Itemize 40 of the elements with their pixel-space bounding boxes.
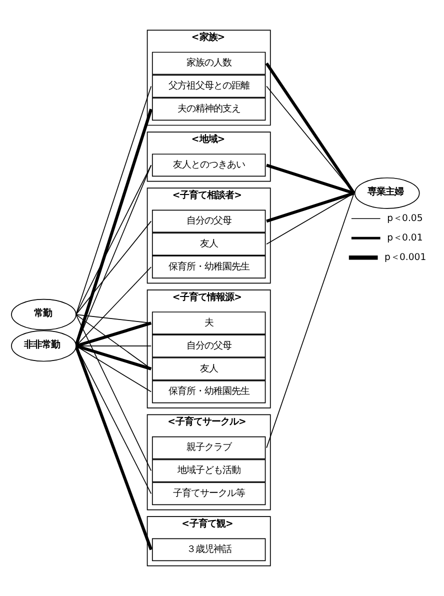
connector [266,192,354,448]
node-box: 友人 [152,232,266,256]
node-box: 親子クラブ [152,436,266,460]
node-box: 夫の精神的支え [152,98,266,121]
legend-label: p＜0.01 [387,232,423,244]
node-box: 子育てサークル等 [152,482,266,506]
node-box: 夫 [152,312,266,334]
connector [266,86,354,194]
node-box: 地域子ども活動 [152,459,266,482]
node-box: 保育所・幼稚園先生 [152,380,266,404]
node-box: 家族の人数 [152,52,266,75]
connector [76,164,152,346]
connector [76,344,152,370]
connector [76,346,152,392]
node-ellipse: 非非常勤 [11,330,76,362]
connector [76,346,152,494]
node-box: 保育所・幼稚園先生 [152,256,266,278]
connector [76,86,152,315]
connector [76,164,152,315]
connector [76,322,152,348]
connector [266,164,354,195]
connector [76,314,152,370]
legend-label: p＜0.001 [384,252,426,264]
node-box: 自分の父母 [152,334,266,358]
connector [74,108,153,346]
node-box: 自分の父母 [152,210,266,233]
connector [76,266,152,346]
connector [266,192,354,245]
node-box: 友人とのつきあい [152,154,266,177]
connector [76,220,152,315]
node-box: ３歳児神話 [152,538,266,562]
connector [74,345,153,550]
connector [76,314,152,472]
connector [265,62,356,194]
node-box: 友人 [152,357,266,380]
legend-label: p＜0.05 [387,213,423,224]
node-box: 父方祖父母との距離 [152,74,266,98]
connector [266,192,354,223]
node-ellipse: 常勤 [11,298,76,330]
node-ellipse: 専業主婦 [354,177,420,209]
